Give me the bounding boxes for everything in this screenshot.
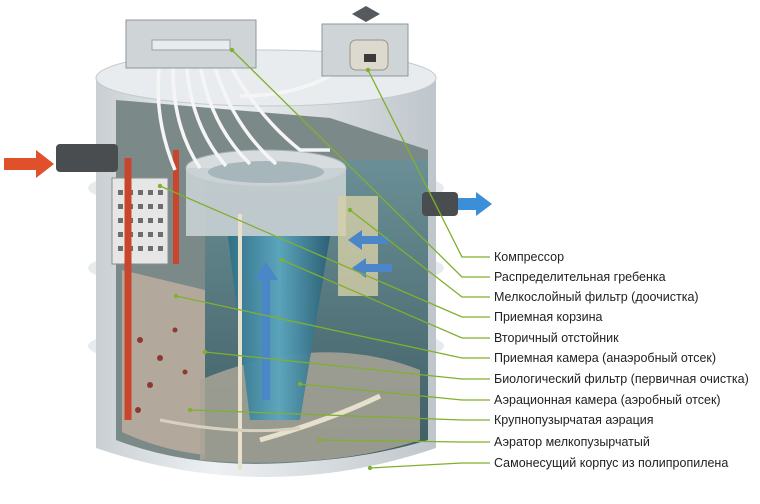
component-label: Распределительная гребенка [494,270,666,284]
leader-line [367,69,490,258]
leader-lines [157,47,490,471]
media-spots [135,327,188,413]
compressor-vent [352,6,380,22]
leader-dot [229,47,235,53]
leader-line [299,383,490,401]
leader-dot [187,407,193,413]
leader-line [349,209,490,298]
leader-dot [157,183,163,189]
leader-dot [297,381,303,387]
inlet-arrow [4,150,54,178]
leader-dot [317,437,323,443]
outlet-pipe [422,192,458,216]
inlet-pipe [56,144,118,172]
leader-line [204,351,490,380]
component-label: Компрессор [494,250,565,264]
component-label: Биологический фильтр (первичная очистка) [494,372,749,386]
leader-dot [279,257,285,263]
compressor-display [364,54,376,62]
component-label: Самонесущий корпус из полипропилена [494,456,729,470]
outlet-arrow [458,192,492,216]
leader-dot [365,67,371,73]
settler-inner [208,161,324,183]
receiving-basket [111,177,169,265]
leader-line [189,409,490,421]
leader-line [369,462,490,469]
leader-line [175,295,490,359]
manifold-bar [151,39,231,51]
biofilter-media [122,270,205,455]
component-label: Приемная камера (анаэробный отсек) [494,351,717,365]
coarse-aeration-line [159,418,301,433]
component-label: Приемная корзина [494,310,603,324]
component-label: Крупнопузырчатая аэрация [494,413,654,427]
leader-line [231,49,490,278]
settler-cone [228,236,330,420]
flow-up-arrow [254,262,278,400]
fine-aerator [259,393,382,443]
component-label: Вторичный отстойник [494,331,619,345]
leader-dot [173,293,179,299]
flow-in-arrow [348,230,388,250]
leader-line [159,185,490,318]
leader-dot [347,207,353,213]
leader-line [319,439,490,443]
leader-line [281,259,490,339]
leader-dot [367,465,373,471]
leader-dot [202,349,208,355]
component-label: Аэратор мелкопузырчатый [494,435,650,449]
component-label: Аэрационная камера (аэробный отсек) [494,393,721,407]
component-label: Мелкослойный фильтр (доочистка) [494,290,699,304]
settler-wall [186,168,346,236]
